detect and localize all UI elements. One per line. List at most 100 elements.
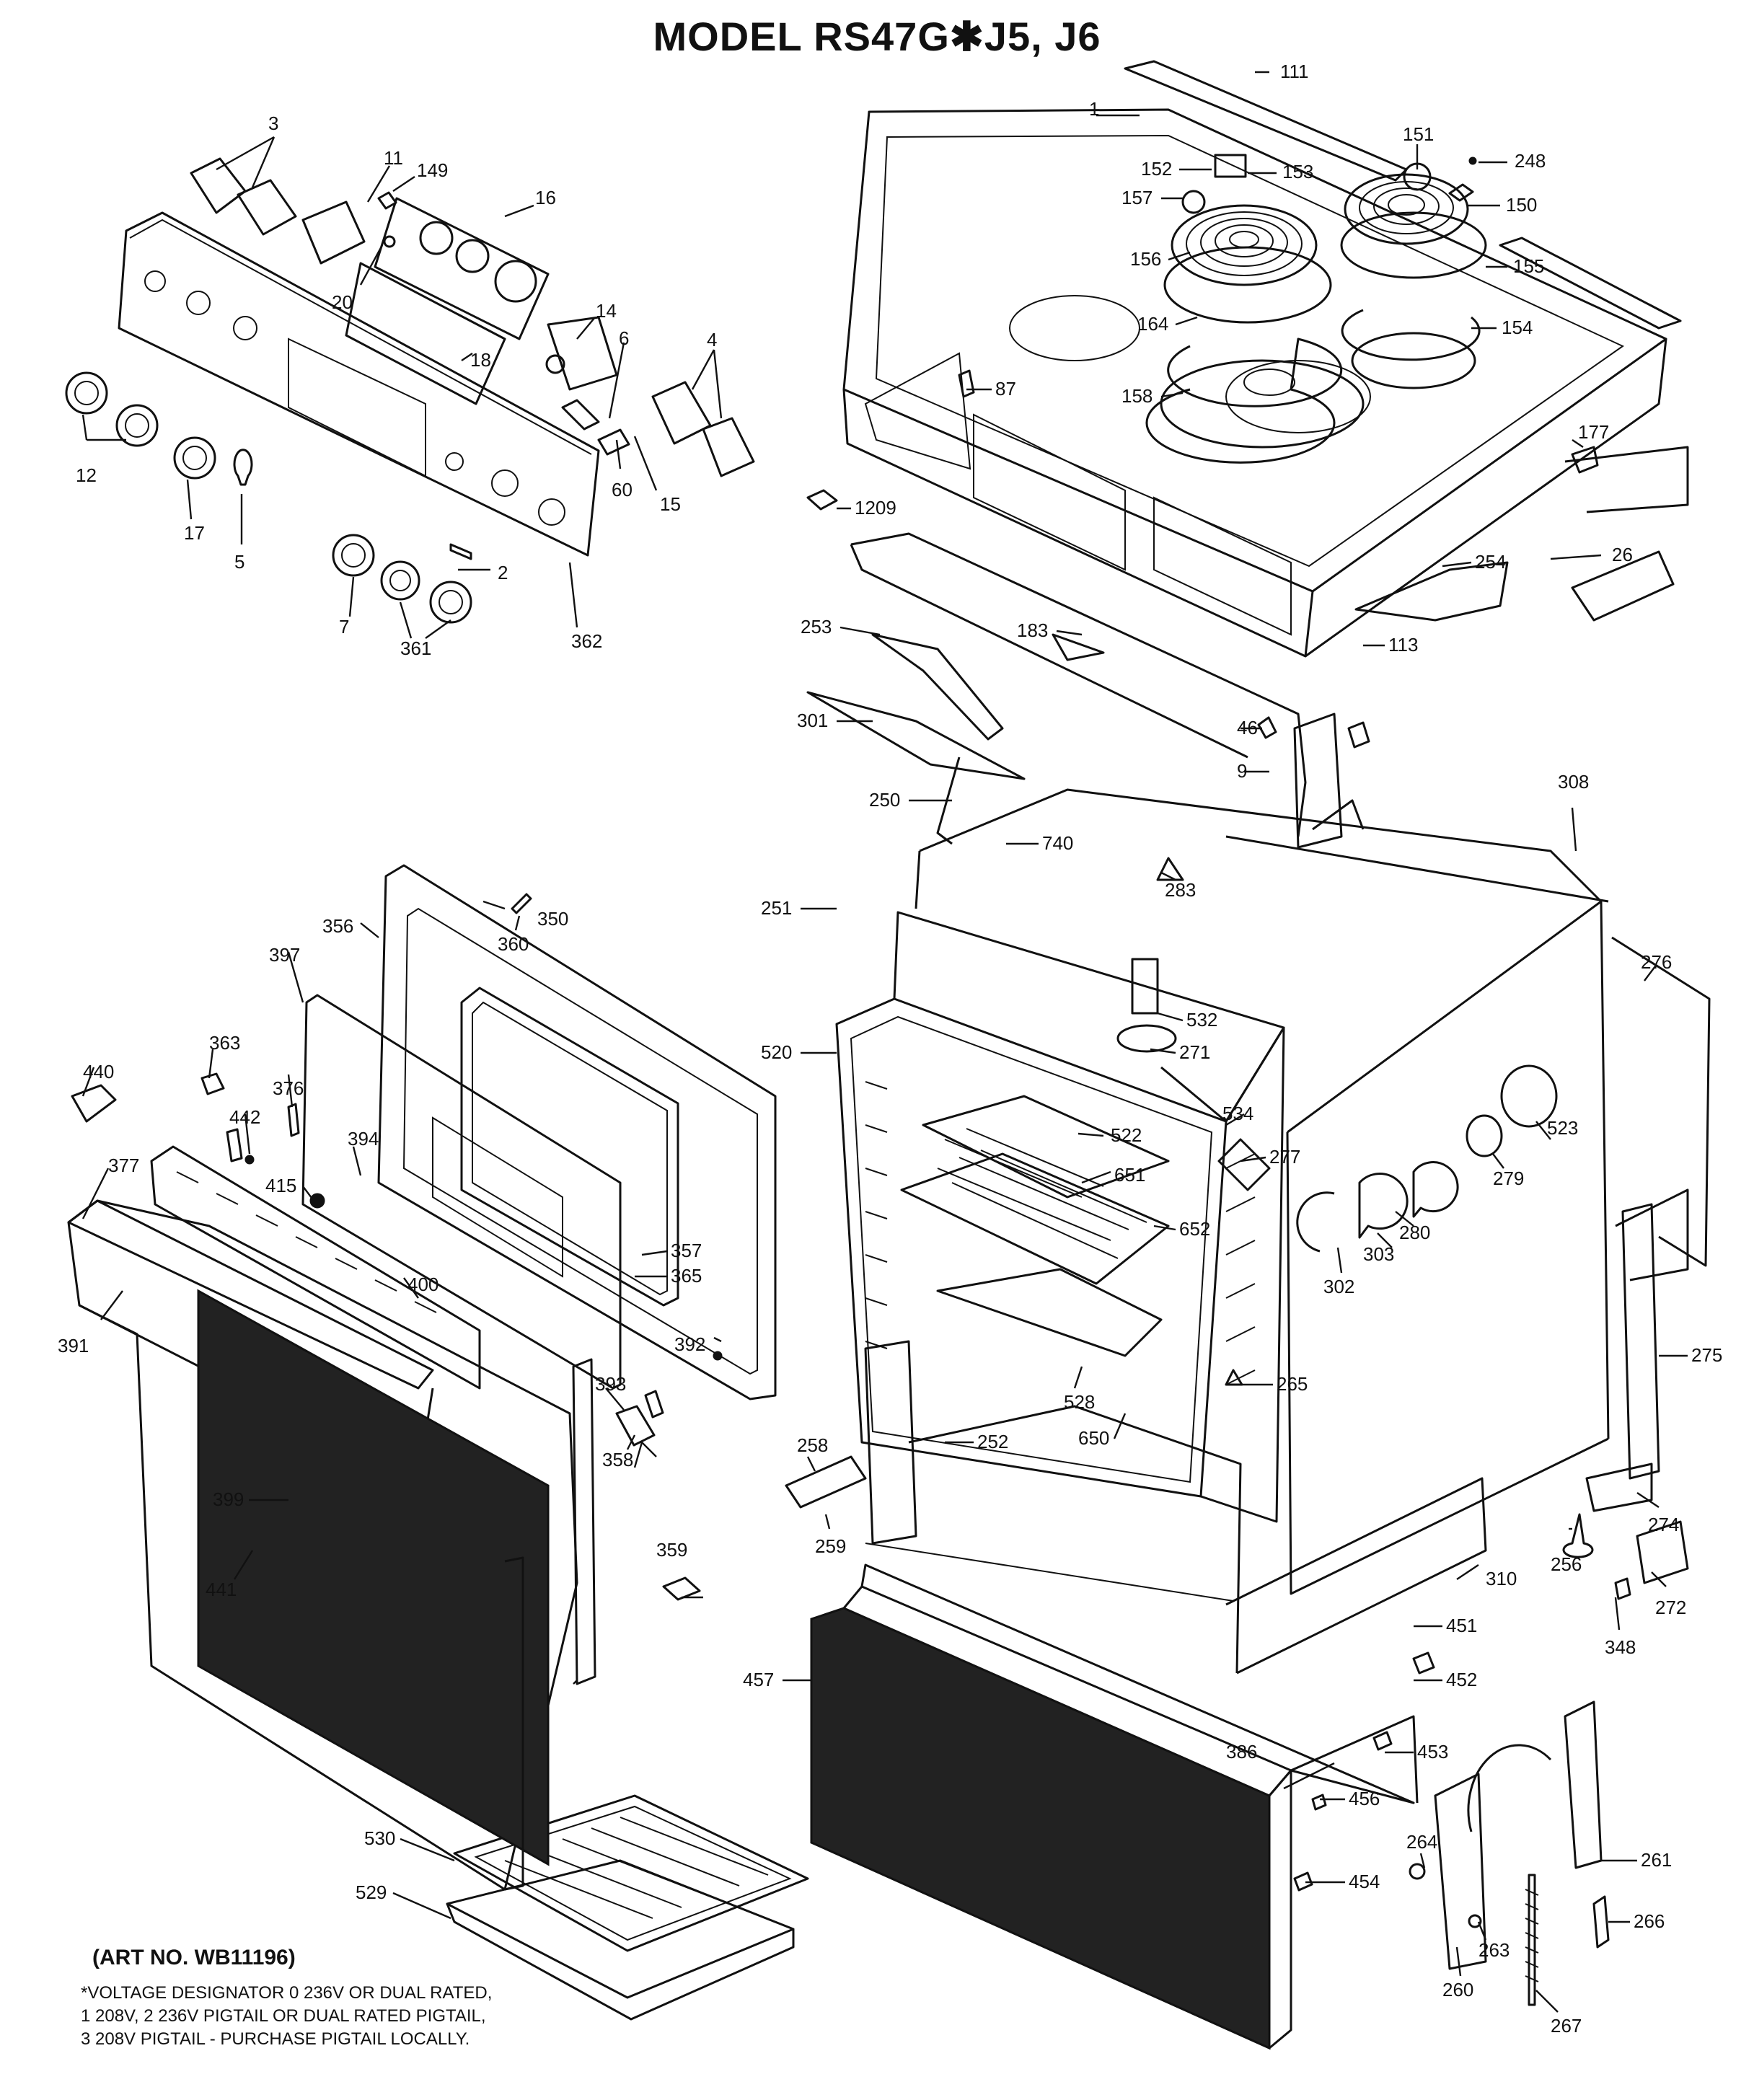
callout: 271 (1179, 1041, 1210, 1063)
callout: 520 (761, 1041, 792, 1063)
callout: 1209 (855, 497, 896, 519)
callout: 283 (1165, 879, 1196, 901)
callout: 18 (470, 349, 491, 371)
callout: 280 (1399, 1222, 1430, 1243)
callout: 272 (1655, 1597, 1686, 1618)
diagram-title: MODEL RS47G✱J5, J6 (653, 14, 1101, 59)
callout: 1 (1089, 98, 1099, 120)
storage-drawer (810, 1563, 1419, 2050)
footnote-line: 3 208V PIGTAIL - PURCHASE PIGTAIL LOCALL… (81, 2029, 470, 2049)
callout: 111 (1280, 61, 1309, 82)
callout: 266 (1634, 1910, 1665, 1932)
voltage-footnote: *VOLTAGE DESIGNATOR 0 236V OR DUAL RATED… (81, 1982, 874, 2051)
callout: 251 (761, 897, 792, 919)
callout: 153 (1282, 161, 1313, 182)
callout: 5 (234, 551, 244, 573)
callout: 451 (1446, 1615, 1477, 1636)
callout: 258 (797, 1434, 828, 1456)
callout: 164 (1137, 313, 1168, 335)
callout: 522 (1111, 1124, 1142, 1146)
callout: 453 (1417, 1741, 1448, 1762)
callout: 156 (1130, 248, 1161, 270)
callout: 274 (1648, 1514, 1679, 1535)
callout: 457 (743, 1669, 774, 1690)
cooktop-brackets (806, 489, 1370, 749)
controls-and-switches (190, 157, 755, 477)
callout: 360 (498, 933, 529, 955)
callout: 17 (184, 522, 205, 544)
callout: 113 (1388, 634, 1418, 656)
callout: 150 (1506, 194, 1537, 216)
callout: 26 (1612, 544, 1633, 565)
footnote-line: 1 208V, 2 236V PIGTAIL OR DUAL RATED PIG… (81, 2006, 486, 2026)
callout: 361 (400, 638, 431, 659)
callout: 357 (671, 1240, 702, 1261)
callout: 303 (1363, 1243, 1394, 1265)
side-panels (1611, 936, 1711, 1480)
callout: 365 (671, 1265, 702, 1287)
callout: 14 (596, 300, 617, 322)
oven-liner (835, 911, 1285, 1523)
callout: 155 (1513, 255, 1544, 277)
surface-element-left (1145, 204, 1365, 464)
callout: 263 (1478, 1939, 1510, 1961)
callout-labels: 111 1 151 248 152 153 150 157 156 155 16… (58, 61, 1722, 2037)
callout: 7 (339, 616, 349, 638)
callout: 452 (1446, 1669, 1477, 1690)
callout: 256 (1551, 1553, 1582, 1575)
callout: 650 (1078, 1427, 1109, 1449)
oven-small-parts (1116, 857, 1558, 1386)
callout: 454 (1349, 1871, 1380, 1892)
callout: 302 (1323, 1276, 1354, 1297)
callout: 399 (213, 1488, 244, 1510)
callout: 248 (1515, 150, 1546, 172)
callout: 183 (1017, 619, 1048, 641)
callout: 362 (571, 630, 602, 652)
callout: 277 (1269, 1146, 1300, 1168)
callout: 397 (269, 944, 300, 966)
callout: 530 (364, 1827, 395, 1849)
cooktop-small-parts (958, 154, 1599, 474)
callout: 356 (322, 915, 353, 937)
callout: 46 (1237, 717, 1258, 738)
callout: 3 (268, 112, 278, 134)
control-knobs (65, 371, 472, 624)
callout: 253 (801, 616, 832, 638)
callout: 158 (1121, 385, 1153, 407)
callout: 259 (815, 1535, 846, 1557)
callout: 528 (1064, 1391, 1095, 1413)
callout: 20 (332, 291, 353, 313)
callout: 308 (1558, 771, 1589, 793)
callout: 87 (995, 378, 1016, 400)
callout: 261 (1641, 1849, 1672, 1871)
callout: 301 (797, 710, 828, 731)
callout: 276 (1641, 951, 1672, 973)
callout: 177 (1578, 421, 1609, 443)
lower-body-parts (785, 1340, 1689, 1600)
callout: 394 (348, 1128, 379, 1150)
callout: 152 (1141, 158, 1172, 180)
callout: 264 (1406, 1831, 1437, 1853)
callout: 15 (660, 493, 681, 515)
callout: 348 (1605, 1636, 1636, 1658)
callout: 441 (206, 1579, 237, 1600)
footnote-line: *VOLTAGE DESIGNATOR 0 236V OR DUAL RATED… (81, 1983, 493, 2003)
callout: 254 (1475, 551, 1506, 573)
callout: 740 (1042, 832, 1073, 854)
callout: 350 (537, 908, 568, 930)
callout: 376 (273, 1077, 304, 1099)
callout: 651 (1114, 1164, 1145, 1186)
callout: 442 (229, 1106, 260, 1128)
callout: 6 (619, 327, 629, 349)
drawer-hardware (1293, 1651, 1610, 2006)
callout: 16 (535, 187, 556, 208)
range-body (865, 756, 1610, 1675)
callout: 440 (83, 1061, 114, 1082)
broiler-pan (446, 1794, 809, 2021)
callout: 652 (1179, 1218, 1210, 1240)
callout: 523 (1547, 1117, 1578, 1139)
callout: 358 (602, 1449, 633, 1470)
callout: 534 (1222, 1103, 1253, 1124)
callout: 415 (265, 1175, 296, 1196)
